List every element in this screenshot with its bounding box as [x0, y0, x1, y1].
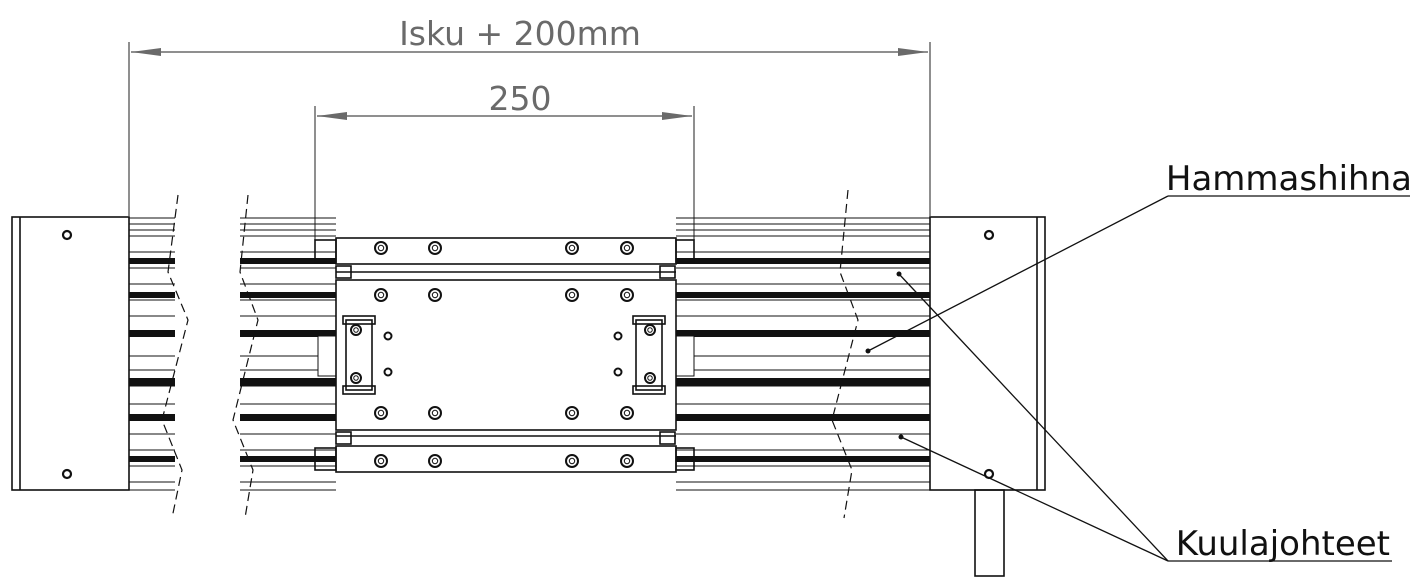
carriage-bolts	[350, 241, 656, 468]
profile-rail-band	[129, 456, 175, 462]
bolt-icon	[428, 241, 442, 255]
profile-rail-band	[240, 330, 336, 337]
carriage	[314, 237, 695, 473]
profile-rail-band	[240, 292, 336, 298]
overall-dimension	[128, 42, 931, 216]
bolt-head-icon	[568, 409, 576, 417]
profile-rail-band	[676, 378, 850, 386]
profile-rail-band	[240, 378, 336, 386]
right-end-cap	[929, 216, 1046, 577]
bolt-icon	[350, 324, 362, 336]
belt-window	[317, 335, 337, 377]
bolt-head-icon	[623, 457, 631, 465]
leader-lines	[867, 195, 1410, 562]
bolt-icon	[350, 372, 362, 384]
bolt-head-icon	[623, 291, 631, 299]
bolt-head-icon	[377, 244, 385, 252]
profile-rail-band	[838, 258, 930, 264]
profile-rail-band	[129, 378, 175, 386]
bolt-icon	[565, 241, 579, 255]
bolt-head-icon	[431, 457, 439, 465]
profile-rail-band	[240, 456, 336, 462]
bolt-head-icon	[431, 409, 439, 417]
break-lines	[161, 189, 859, 519]
bolt-icon	[383, 331, 393, 341]
profile-rail-band	[676, 258, 850, 264]
bolt-icon	[620, 454, 634, 468]
bolt-icon	[613, 331, 623, 341]
bolt-icon	[644, 372, 656, 384]
profile-rail-band	[129, 292, 175, 298]
carriage-dimension	[314, 106, 695, 240]
bolt-icon	[565, 406, 579, 420]
bolt-icon	[374, 288, 388, 302]
profile-rail-band	[129, 414, 175, 421]
bolt-head-icon	[568, 457, 576, 465]
bolt-head-icon	[431, 291, 439, 299]
bolt-head-icon	[353, 327, 359, 333]
bolt-icon	[644, 324, 656, 336]
aluminium-profile	[129, 217, 930, 491]
bolt-head-icon	[647, 375, 653, 381]
bolt-head-icon	[377, 457, 385, 465]
profile-rail-band	[676, 330, 850, 337]
overall-dimension-label: Isku + 200mm	[399, 14, 641, 53]
bolt-icon	[565, 288, 579, 302]
carriage-dimension-label: 250	[489, 79, 552, 118]
bolt-head-icon	[377, 409, 385, 417]
leader-dots	[865, 271, 904, 440]
bolt-icon	[374, 406, 388, 420]
profile-rail-band	[838, 292, 930, 298]
profile-rail-band	[838, 456, 930, 462]
profile-rail-band	[676, 292, 850, 298]
profile-rail-band	[838, 330, 930, 337]
profile-rail-band	[676, 456, 850, 462]
bolt-head-icon	[568, 244, 576, 252]
bolt-icon	[620, 406, 634, 420]
belt-callout-label: Hammashihna	[1166, 159, 1412, 199]
bolt-head-icon	[623, 244, 631, 252]
bolt-head-icon	[353, 375, 359, 381]
profile-rail-band	[838, 378, 930, 386]
bolt-head-icon	[568, 291, 576, 299]
profile-rail-band	[240, 414, 336, 421]
bolt-icon	[620, 288, 634, 302]
profile-rail-band	[838, 414, 930, 421]
bolt-icon	[428, 406, 442, 420]
rails-callout-label: Kuulajohteet	[1176, 524, 1390, 564]
bolt-head-icon	[623, 409, 631, 417]
profile-rail-band	[129, 258, 175, 264]
bolt-icon	[428, 288, 442, 302]
left-end-cap	[11, 216, 130, 491]
bolt-icon	[374, 241, 388, 255]
bolt-head-icon	[647, 327, 653, 333]
belt-window	[675, 335, 695, 377]
bolt-head-icon	[377, 291, 385, 299]
bolt-icon	[374, 454, 388, 468]
bolt-icon	[428, 454, 442, 468]
bolt-head-icon	[431, 244, 439, 252]
bolt-icon	[620, 241, 634, 255]
profile-rail-band	[129, 330, 175, 337]
profile-rail-band	[240, 258, 336, 264]
profile-rail-band	[676, 414, 850, 421]
bolt-icon	[613, 367, 623, 377]
bolt-icon	[383, 367, 393, 377]
bolt-icon	[565, 454, 579, 468]
